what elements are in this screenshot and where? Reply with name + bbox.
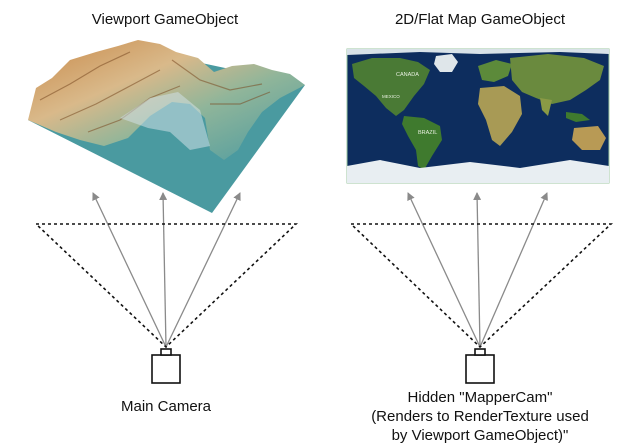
- ray-right-1: [407, 192, 481, 348]
- main-camera-label: Main Camera: [120, 398, 212, 415]
- map-africa: [478, 86, 522, 146]
- terrain-viewport: [28, 40, 305, 213]
- flat-world-map: CANADA MEXICO BRAZIL: [346, 48, 610, 184]
- map-label-mexico: MEXICO: [382, 94, 400, 99]
- mapper-camera-icon: [465, 348, 495, 384]
- map-india: [540, 98, 552, 116]
- main-camera-icon: [151, 348, 181, 384]
- map-arctic: [347, 49, 609, 55]
- ray-right-3: [479, 192, 548, 348]
- map-north-america: [352, 58, 430, 116]
- ray-left-3: [165, 192, 241, 348]
- ray-right-2: [473, 192, 482, 348]
- map-label-brazil: BRAZIL: [418, 130, 437, 136]
- main-camera-frustum: [33, 223, 299, 349]
- map-label-canada: CANADA: [396, 72, 419, 78]
- mapper-camera-rays: [407, 192, 548, 348]
- main-camera-rays: [92, 192, 241, 348]
- map-title: 2D/Flat Map GameObject: [394, 11, 566, 28]
- map-asia: [510, 54, 604, 104]
- ray-left-2: [159, 192, 168, 348]
- map-islands: [566, 112, 590, 122]
- terrain-valley: [120, 92, 210, 150]
- map-australia: [572, 126, 606, 150]
- terrain-ridges: [39, 51, 271, 133]
- map-greenland: [434, 54, 458, 72]
- map-south-america: [402, 116, 442, 170]
- ray-left-1: [92, 192, 167, 348]
- map-europe: [478, 60, 512, 82]
- map-antarctica: [347, 160, 609, 183]
- viewport-title: Viewport GameObject: [91, 11, 239, 28]
- mapper-camera-frustum: [349, 223, 614, 349]
- mapper-camera-label: Hidden "MapperCam" (Renders to RenderTex…: [371, 389, 589, 444]
